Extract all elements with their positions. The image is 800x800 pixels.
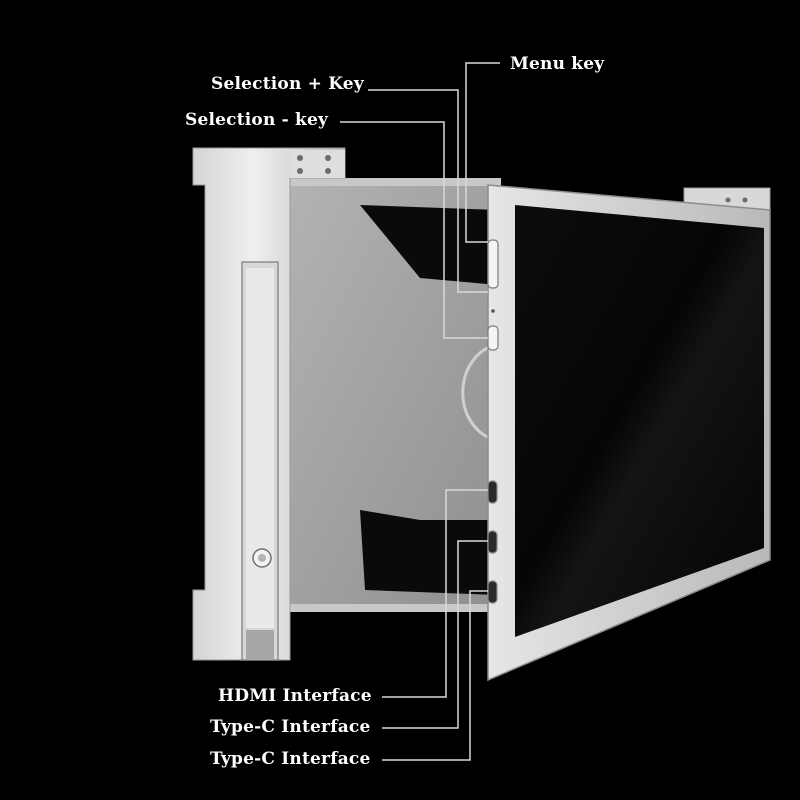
panel-cutout-top bbox=[360, 205, 498, 285]
label-selection-plus-key: Selection + Key bbox=[211, 74, 364, 94]
label-type-c-interface-2: Type-C Interface bbox=[210, 749, 371, 769]
label-selection-minus-key: Selection - key bbox=[185, 110, 329, 130]
screw-icon bbox=[297, 155, 303, 161]
label-menu-key: Menu key bbox=[510, 54, 605, 74]
label-hdmi-interface: HDMI Interface bbox=[218, 686, 372, 706]
indicator-led-icon bbox=[491, 309, 495, 313]
callout-line-menu bbox=[465, 62, 500, 243]
portable-monitor bbox=[487, 184, 771, 682]
hdmi-port bbox=[487, 480, 498, 504]
selection-plus-button bbox=[487, 239, 499, 289]
type-c-port-2 bbox=[487, 580, 498, 604]
screw-icon bbox=[297, 168, 303, 174]
monitor-screen bbox=[515, 205, 764, 637]
type-c-port-1 bbox=[487, 530, 498, 554]
screw-icon bbox=[325, 168, 331, 174]
panel-cutout-bottom bbox=[360, 510, 498, 595]
screw-icon bbox=[325, 155, 331, 161]
selection-minus-button bbox=[487, 325, 499, 351]
callout-line-selection-minus bbox=[340, 121, 488, 339]
hinge-arc bbox=[461, 343, 498, 442]
callout-line-type-c-1 bbox=[382, 540, 488, 729]
callout-line-hdmi bbox=[382, 489, 488, 698]
support-panel bbox=[286, 178, 501, 612]
callout-lines bbox=[340, 62, 500, 761]
laptop-clamp bbox=[192, 147, 346, 661]
callout-line-type-c-2 bbox=[382, 590, 488, 761]
callout-line-selection-plus bbox=[368, 89, 488, 293]
label-type-c-interface-1: Type-C Interface bbox=[210, 717, 371, 737]
